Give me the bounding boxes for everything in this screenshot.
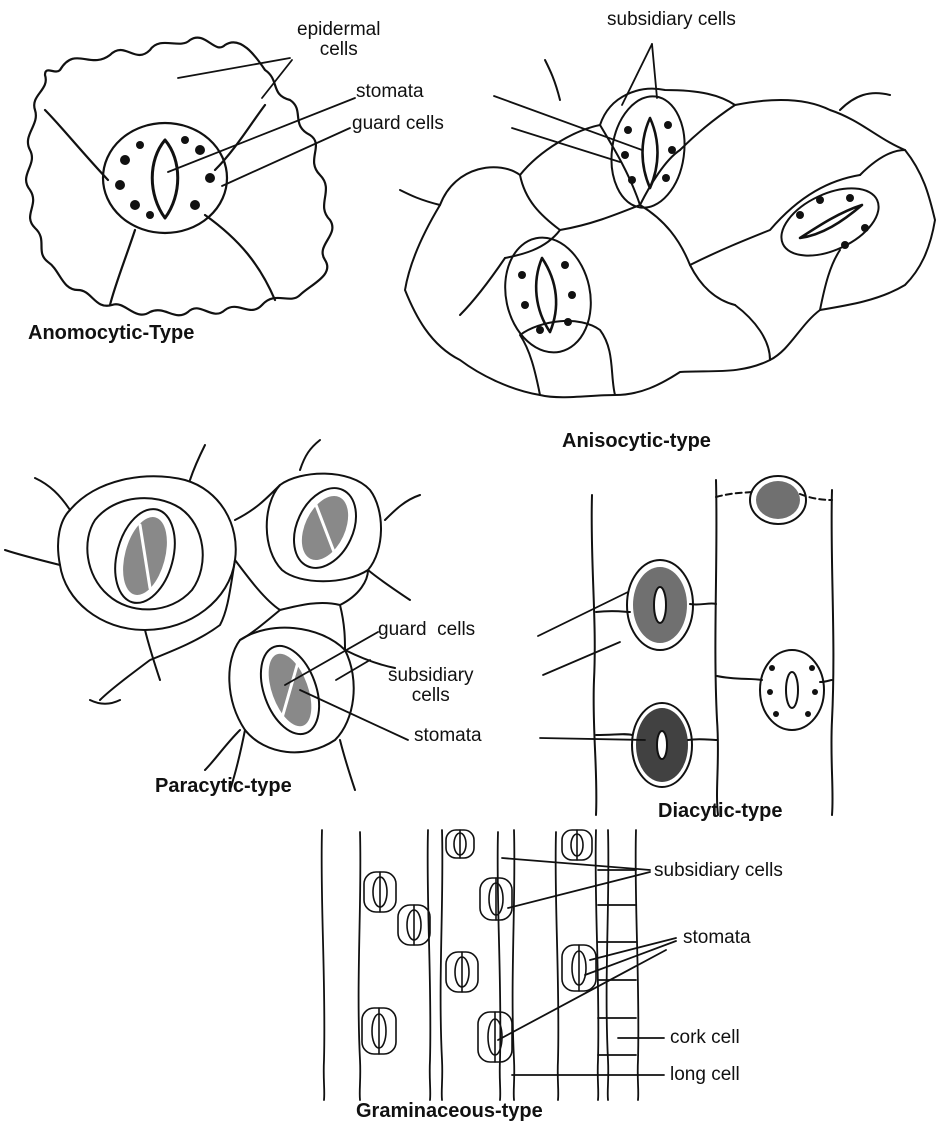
anomocytic-cell-wall-4 <box>110 230 135 305</box>
graminaceous-stoma <box>478 1012 512 1062</box>
anisocytic-outer-network <box>405 89 935 397</box>
anisocytic-wall-m <box>545 60 560 100</box>
anisocytic-wall-l <box>400 190 440 205</box>
graminaceous-stomata <box>362 830 596 1062</box>
paracytic-stipple <box>115 489 357 732</box>
anomocytic-title: Anomocytic-Type <box>28 322 194 345</box>
paracytic-subsidiary-cells-label: subsidiary cells <box>388 666 474 706</box>
diacytic-leaders <box>538 592 645 740</box>
anisocytic-stoma-3 <box>495 230 601 361</box>
graminaceous-stomata-label: stomata <box>683 928 751 948</box>
diacytic-wall-2 <box>715 480 718 815</box>
paracytic-network <box>5 440 420 790</box>
graminaceous-stoma <box>562 830 592 860</box>
anomocytic-figure <box>26 38 355 316</box>
diacytic-wall-3 <box>831 490 833 815</box>
paracytic-guard-cells-label: guard cells <box>378 620 475 640</box>
graminaceous-long-cell-label: long cell <box>670 1065 740 1085</box>
anisocytic-wall-n <box>840 93 890 110</box>
anomocytic-stomata-label: stomata <box>356 82 424 102</box>
anisocytic-subsidiary-cells-label: subsidiary cells <box>607 10 736 30</box>
anisocytic-wall-k <box>460 258 505 315</box>
graminaceous-stoma <box>480 878 512 920</box>
graminaceous-stoma <box>364 872 396 912</box>
graminaceous-stoma <box>562 945 596 991</box>
anomocytic-pore <box>152 140 178 218</box>
paracytic-figure <box>5 440 420 790</box>
paracytic-stomata-label: stomata <box>414 726 482 746</box>
anisocytic-stoma-2 <box>771 175 889 270</box>
diacytic-wall-1 <box>592 495 597 815</box>
anomocytic-cell-wall-1 <box>45 110 108 180</box>
graminaceous-stoma <box>446 830 474 858</box>
anomocytic-cell-wall-3 <box>205 215 275 300</box>
anisocytic-leaders <box>494 44 657 162</box>
anisocytic-pore-3 <box>536 258 556 332</box>
graminaceous-cork-cell-label: cork cell <box>670 1028 740 1048</box>
diacytic-title: Diacytic-type <box>658 800 783 823</box>
anisocytic-wall-c <box>640 205 735 305</box>
anisocytic-wall-a <box>505 175 560 258</box>
anomocytic-epidermal-cells-label: epidermal cells <box>297 20 380 60</box>
anisocytic-pore-2 <box>800 205 862 238</box>
graminaceous-stoma <box>398 905 430 945</box>
graminaceous-title: Graminaceous-type <box>356 1100 543 1123</box>
anomocytic-leaders <box>168 58 355 186</box>
anomocytic-chloroplasts <box>115 136 215 219</box>
graminaceous-leaders <box>498 858 676 1075</box>
diacytic-figure <box>538 476 833 815</box>
graminaceous-stoma <box>446 952 478 992</box>
anisocytic-title: Anisocytic-type <box>562 430 711 453</box>
anisocytic-wall-e <box>735 305 770 360</box>
anisocytic-wall-h <box>860 150 905 175</box>
anisocytic-wall-g <box>680 105 735 150</box>
graminaceous-stoma <box>362 1008 396 1054</box>
graminaceous-subsidiary-cells-label: subsidiary cells <box>654 861 783 881</box>
anomocytic-guard-cells-label: guard cells <box>352 114 444 134</box>
anisocytic-wall-f <box>520 321 615 395</box>
graminaceous-figure <box>322 830 676 1100</box>
anisocytic-figure <box>400 44 935 397</box>
anisocytic-wall-i <box>820 250 840 310</box>
graminaceous-long-cell-walls <box>322 830 639 1100</box>
paracytic-title: Paracytic-type <box>155 775 292 798</box>
diacytic-cross-1 <box>596 603 832 740</box>
